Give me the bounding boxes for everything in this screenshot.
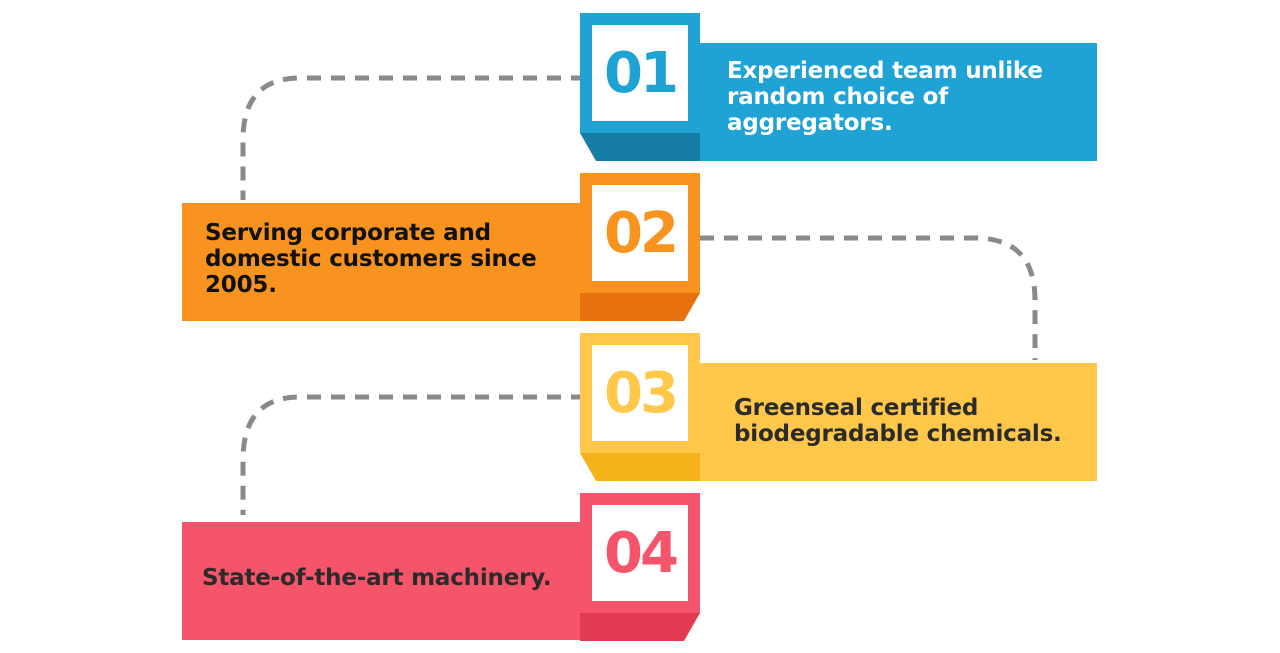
step-04-band: State-of-the-art machinery.: [182, 522, 582, 640]
step-01-text: Experienced team unlike random choice of…: [727, 58, 1043, 136]
step-03-number: 03: [604, 360, 679, 426]
step-03-number-box: 03: [580, 333, 700, 481]
step-04-number-box: 04: [580, 493, 700, 641]
step-01-number: 01: [604, 40, 679, 106]
step-04-number: 04: [604, 520, 679, 586]
step-04-text: State-of-the-art machinery.: [202, 565, 552, 591]
connector-03-04: [240, 394, 585, 515]
step-02-number: 02: [604, 200, 679, 266]
connector-02-03: [700, 235, 1038, 360]
step-03-band: Greenseal certified biodegradable chemic…: [700, 363, 1097, 481]
step-01-number-box: 01: [580, 13, 700, 161]
step-03-text: Greenseal certified biodegradable chemic…: [734, 395, 1062, 447]
step-02-number-box: 02: [580, 173, 700, 321]
step-02-text: Serving corporate and domestic customers…: [205, 220, 537, 298]
connector-01-02: [240, 75, 585, 200]
step-01-band: Experienced team unlike random choice of…: [700, 43, 1097, 161]
step-02-band: Serving corporate and domestic customers…: [182, 203, 582, 321]
